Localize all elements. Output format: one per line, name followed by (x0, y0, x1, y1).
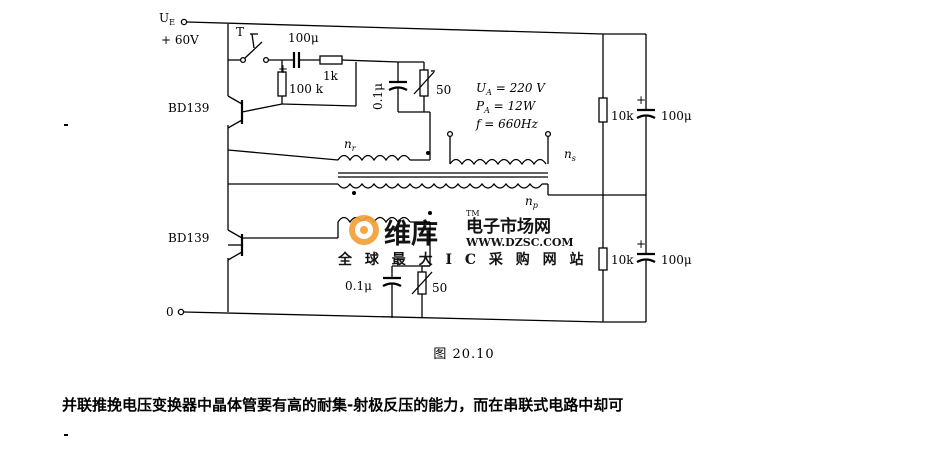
winding-ns (446, 130, 552, 166)
ground-terminal (177, 308, 646, 323)
res-bias (277, 60, 357, 107)
scan-speck (64, 434, 68, 436)
figure-caption: 图 20.10 (433, 347, 495, 362)
transistor-upper-label: BD139 (168, 101, 209, 115)
winding-np (228, 182, 646, 196)
ground-label: 0 (166, 305, 174, 319)
body-text: 并联推挽电压变换器中晶体管要有高的耐集-射极反压的能力，而在串联式电路中却可 (62, 396, 624, 414)
cap-lower-label: 0.1μ (345, 279, 372, 293)
watermark-url: WWW.DZSC.COM (465, 236, 574, 249)
spec-pa: PA = 12W (475, 99, 537, 115)
transistor-lower-label: BD139 (168, 231, 209, 245)
watermark-tm: TM (466, 209, 480, 218)
cap-top-label: 100μ (288, 31, 319, 45)
cap-right-upper-label: 100μ (661, 109, 692, 123)
watermark-brand: 维库 (384, 219, 438, 250)
cap-right-lower-label: 100μ (661, 253, 692, 267)
supply-label: UE (159, 11, 175, 27)
cap-left-upper-label: 0.1μ (371, 83, 385, 110)
switch-label: T (236, 25, 244, 39)
cap-lower (382, 265, 430, 318)
winding-ns-label: ns (564, 147, 576, 163)
transistor-upper (227, 95, 283, 129)
pot-lower (411, 265, 433, 318)
pot-lower-label: 50 (432, 281, 447, 295)
cap-top (268, 52, 320, 68)
scan-speck (64, 124, 68, 126)
circuit-diagram: UE + 60V 0 T 100μ 1k 100 k (159, 11, 692, 323)
winding-np-label: np (525, 194, 538, 210)
supply-value: + 60V (161, 33, 199, 47)
cap-top-plus: + (278, 62, 288, 76)
res-top-label: 1k (323, 69, 339, 83)
res-right-lower-label: 10k (611, 253, 634, 267)
transistor-lower (227, 229, 338, 261)
transformer-core (338, 172, 548, 178)
res-top (319, 55, 399, 65)
winding-nr (227, 149, 430, 162)
pot-upper (398, 61, 435, 160)
supply-terminal (180, 18, 646, 35)
res-right-upper-label: 10k (611, 109, 634, 123)
svg-text:+: + (636, 237, 646, 251)
res-bias-label: 100 k (289, 82, 324, 96)
cap-left-upper (388, 62, 408, 112)
spec-ua: UA = 220 V (476, 81, 546, 97)
right-divider: + + (598, 34, 656, 322)
watermark: 维库 TM 电子市场网 WWW.DZSC.COM 全 球 最 大 I C 采 购… (337, 209, 588, 268)
winding-nr-label: nr (344, 137, 357, 153)
spec-f: f = 660Hz (475, 117, 539, 131)
watermark-logo-icon (349, 215, 379, 245)
svg-text:+: + (636, 93, 646, 107)
watermark-tagline: 全 球 最 大 I C 采 购 网 站 (337, 251, 588, 268)
switch-t (228, 33, 270, 64)
pot-upper-label: 50 (436, 83, 451, 97)
watermark-site: 电子市场网 (466, 216, 551, 237)
